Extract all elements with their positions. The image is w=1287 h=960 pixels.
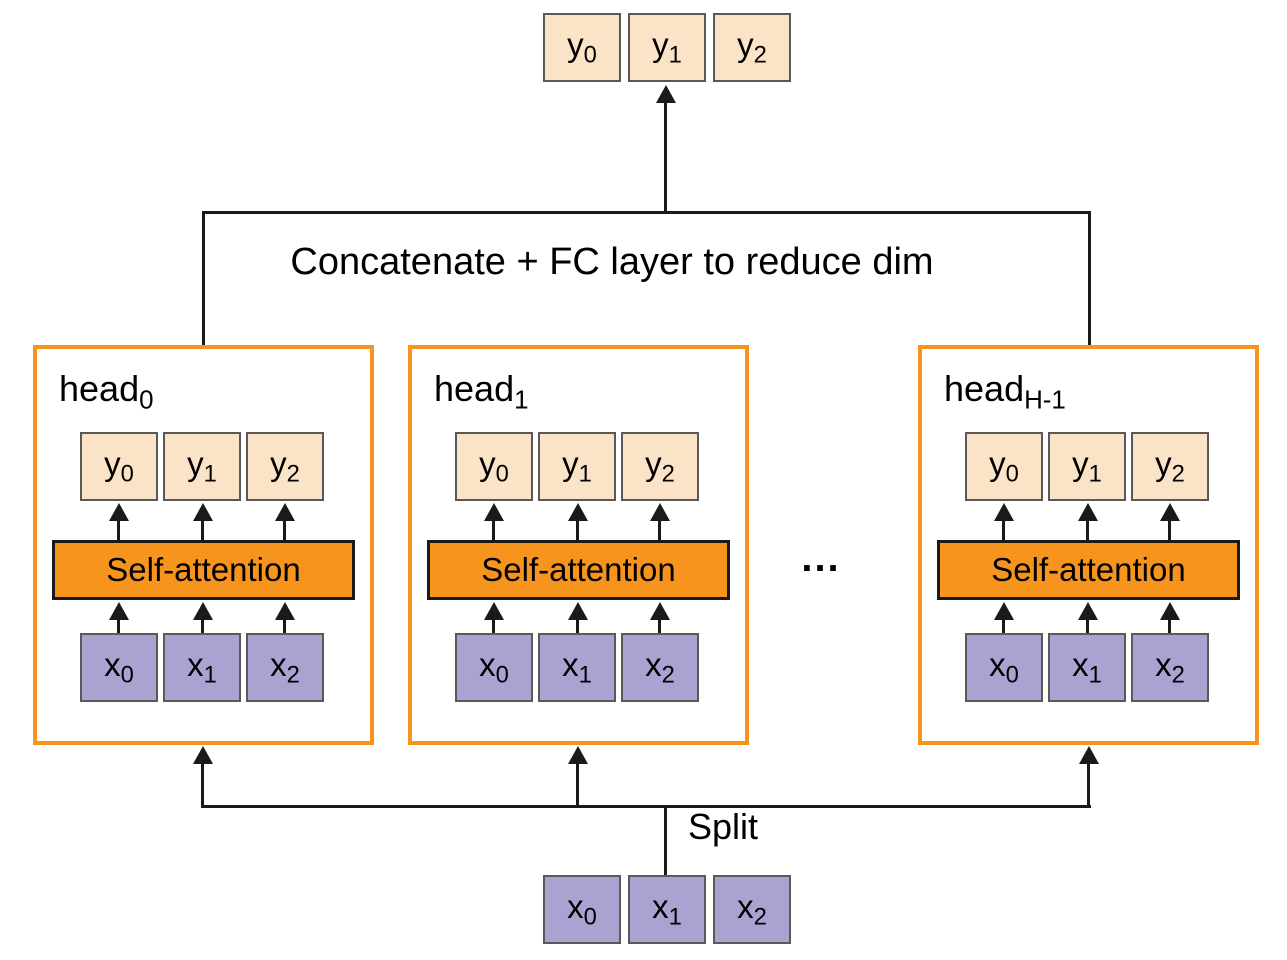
head-box-0: head0 y0 y1 y2 Self-attention x0 x1 x2 — [33, 345, 374, 745]
headH1-token-x1: x1 — [1048, 633, 1126, 702]
token-label: x — [567, 887, 584, 925]
head0-token-y2: y2 — [246, 432, 324, 501]
token-label: y — [652, 25, 669, 63]
concat-bracket-right-line — [1088, 211, 1091, 347]
head0-token-x0: x0 — [80, 633, 158, 702]
concat-bracket-left-line — [202, 211, 205, 347]
arrow-attn-to-y1-icon — [1077, 503, 1098, 540]
head-box-1: head1 y0 y1 y2 Self-attention x0 x1 x2 — [408, 345, 749, 745]
arrow-x1-to-attn-icon — [567, 602, 588, 633]
arrow-attn-to-y0-icon — [108, 503, 129, 540]
head1-token-x2: x2 — [621, 633, 699, 702]
arrow-attn-to-y0-icon — [993, 503, 1014, 540]
arrow-x0-to-attn-icon — [483, 602, 504, 633]
arrow-attn-to-y1-icon — [567, 503, 588, 540]
input-token-x2: x2 — [713, 875, 791, 944]
arrow-x1-to-attn-icon — [192, 602, 213, 633]
arrow-up-to-output-icon — [655, 85, 676, 213]
token-subscript: 2 — [753, 903, 767, 931]
heads-ellipsis: ... — [801, 536, 841, 580]
token-subscript: 2 — [753, 41, 767, 69]
head1-token-y1: y1 — [538, 432, 616, 501]
arrow-attn-to-y0-icon — [483, 503, 504, 540]
output-token-y1: y1 — [628, 13, 706, 82]
head1-token-y0: y0 — [455, 432, 533, 501]
token-label: y — [567, 25, 584, 63]
arrow-x1-to-attn-icon — [1077, 602, 1098, 633]
headH1-token-y1: y1 — [1048, 432, 1126, 501]
head0-token-x2: x2 — [246, 633, 324, 702]
concat-fc-label: Concatenate + FC layer to reduce dim — [290, 241, 934, 283]
head-label-1: head1 — [434, 368, 529, 415]
head0-token-y0: y0 — [80, 432, 158, 501]
split-distribution-line — [202, 805, 1091, 808]
self-attention-box-0: Self-attention — [52, 540, 355, 600]
output-token-y0: y0 — [543, 13, 621, 82]
arrow-x0-to-attn-icon — [993, 602, 1014, 633]
arrow-split-to-head0-icon — [192, 746, 213, 808]
head1-token-x1: x1 — [538, 633, 616, 702]
head-box-H-1: headH-1 y0 y1 y2 Self-attention x0 x1 x2 — [918, 345, 1259, 745]
arrow-attn-to-y1-icon — [192, 503, 213, 540]
self-attention-box-1: Self-attention — [427, 540, 730, 600]
token-subscript: 1 — [668, 903, 682, 931]
head0-token-y1: y1 — [163, 432, 241, 501]
arrow-x2-to-attn-icon — [649, 602, 670, 633]
arrow-x2-to-attn-icon — [1159, 602, 1180, 633]
arrow-split-to-head1-icon — [567, 746, 588, 808]
token-subscript: 0 — [583, 41, 597, 69]
output-token-y2: y2 — [713, 13, 791, 82]
token-subscript: 1 — [668, 41, 682, 69]
input-token-x1: x1 — [628, 875, 706, 944]
head0-token-x1: x1 — [163, 633, 241, 702]
split-label: Split — [688, 806, 759, 847]
arrow-x0-to-attn-icon — [108, 602, 129, 633]
token-label: y — [737, 25, 754, 63]
token-label: x — [652, 887, 669, 925]
headH1-token-x0: x0 — [965, 633, 1043, 702]
head1-token-x0: x0 — [455, 633, 533, 702]
headH1-token-y0: y0 — [965, 432, 1043, 501]
arrow-x2-to-attn-icon — [274, 602, 295, 633]
concat-bracket-top-line — [202, 211, 1091, 214]
self-attention-box-H-1: Self-attention — [937, 540, 1240, 600]
head-label-0: head0 — [59, 368, 154, 415]
headH1-token-y2: y2 — [1131, 432, 1209, 501]
token-label: x — [737, 887, 754, 925]
arrow-attn-to-y2-icon — [1159, 503, 1180, 540]
headH1-token-x2: x2 — [1131, 633, 1209, 702]
arrow-attn-to-y2-icon — [649, 503, 670, 540]
arrow-split-to-headH1-icon — [1078, 746, 1099, 808]
input-token-x0: x0 — [543, 875, 621, 944]
head1-token-y2: y2 — [621, 432, 699, 501]
split-stem-line — [664, 806, 667, 876]
arrow-attn-to-y2-icon — [274, 503, 295, 540]
token-subscript: 0 — [583, 903, 597, 931]
head-label-H-1: headH-1 — [944, 368, 1066, 415]
